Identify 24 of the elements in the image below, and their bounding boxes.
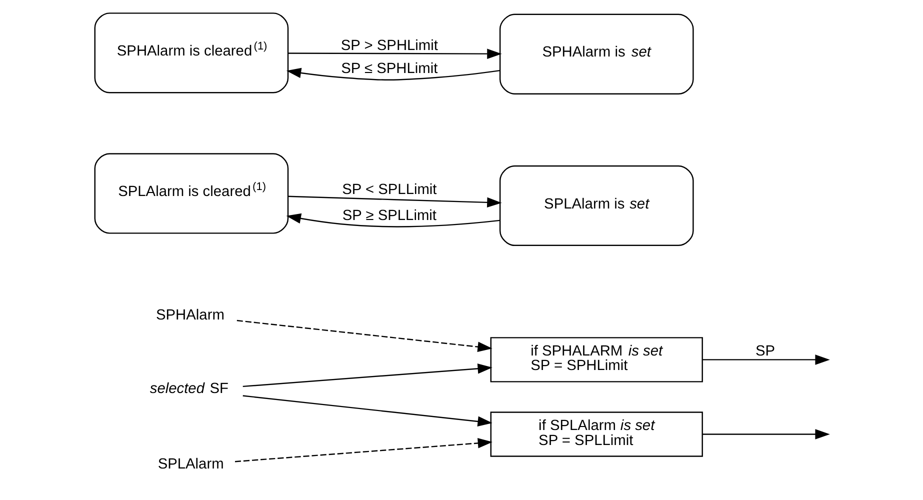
edge-label: SP ≤ SPHLimit — [340, 61, 438, 78]
node-box: SPHAlarm is set — [498, 14, 694, 94]
edge-label: SP ≥ SPLLimit — [342, 208, 436, 224]
arrow — [242, 395, 492, 426]
node-box: SPLAlarm is cleared$^{(1)}$ — [94, 153, 288, 234]
arrow — [702, 429, 830, 440]
arrow — [236, 320, 492, 352]
arrow — [288, 48, 502, 59]
node-box: SPHAlarm is cleared$^{(1)}$ — [94, 12, 288, 94]
node-text: SPHAlarm — [156, 307, 224, 324]
arrow — [286, 68, 500, 80]
node-box: SPLAlarm is set — [498, 165, 694, 246]
arrow — [234, 438, 492, 462]
edge-label: SP < SPLLimit — [342, 182, 436, 198]
arrow — [242, 364, 492, 388]
arrow — [286, 213, 500, 228]
edge-label: SP — [755, 344, 775, 360]
node-box: if SPLAlarm is set SP = SPLLimit — [490, 412, 702, 457]
node-box: if SPHALARM is set SP = SPHLimit — [490, 337, 702, 382]
node-text: selected SF — [149, 380, 228, 397]
edge-label: SP > SPHLimit — [340, 38, 438, 54]
node-text: SPLAlarm — [157, 456, 224, 473]
arrow — [702, 354, 830, 365]
arrow — [288, 196, 502, 208]
